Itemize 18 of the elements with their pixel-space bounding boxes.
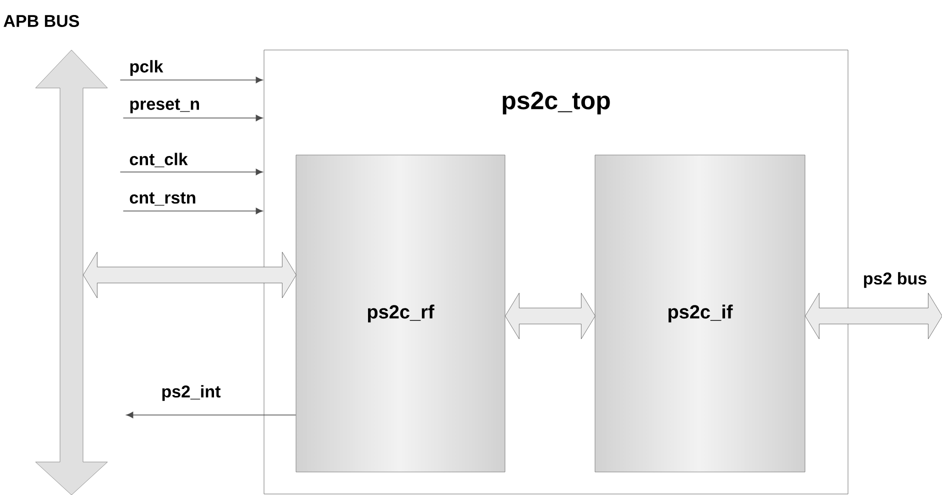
signal-arrow <box>122 208 263 214</box>
block-arrow <box>83 252 296 298</box>
edge-label: preset_n <box>128 98 202 114</box>
signal-arrow <box>126 412 296 418</box>
edge-label: cnt_rstn <box>128 191 198 207</box>
edge-label: pclk <box>128 59 164 77</box>
edge-label: cnt_clk <box>128 152 189 168</box>
block-arrow <box>805 292 942 340</box>
block-box: ps2c_rf <box>296 154 506 472</box>
signal-arrow <box>122 114 263 122</box>
signal-arrow <box>120 168 263 176</box>
block-box: ps2c_if <box>594 154 806 472</box>
block-arrow <box>505 292 596 340</box>
edge-label: ps2 bus <box>862 271 928 289</box>
edge-label: ps2_int <box>160 384 222 402</box>
bus-arrow <box>35 50 108 495</box>
bus-label: APB BUS <box>4 14 80 28</box>
signal-arrow <box>120 76 263 84</box>
